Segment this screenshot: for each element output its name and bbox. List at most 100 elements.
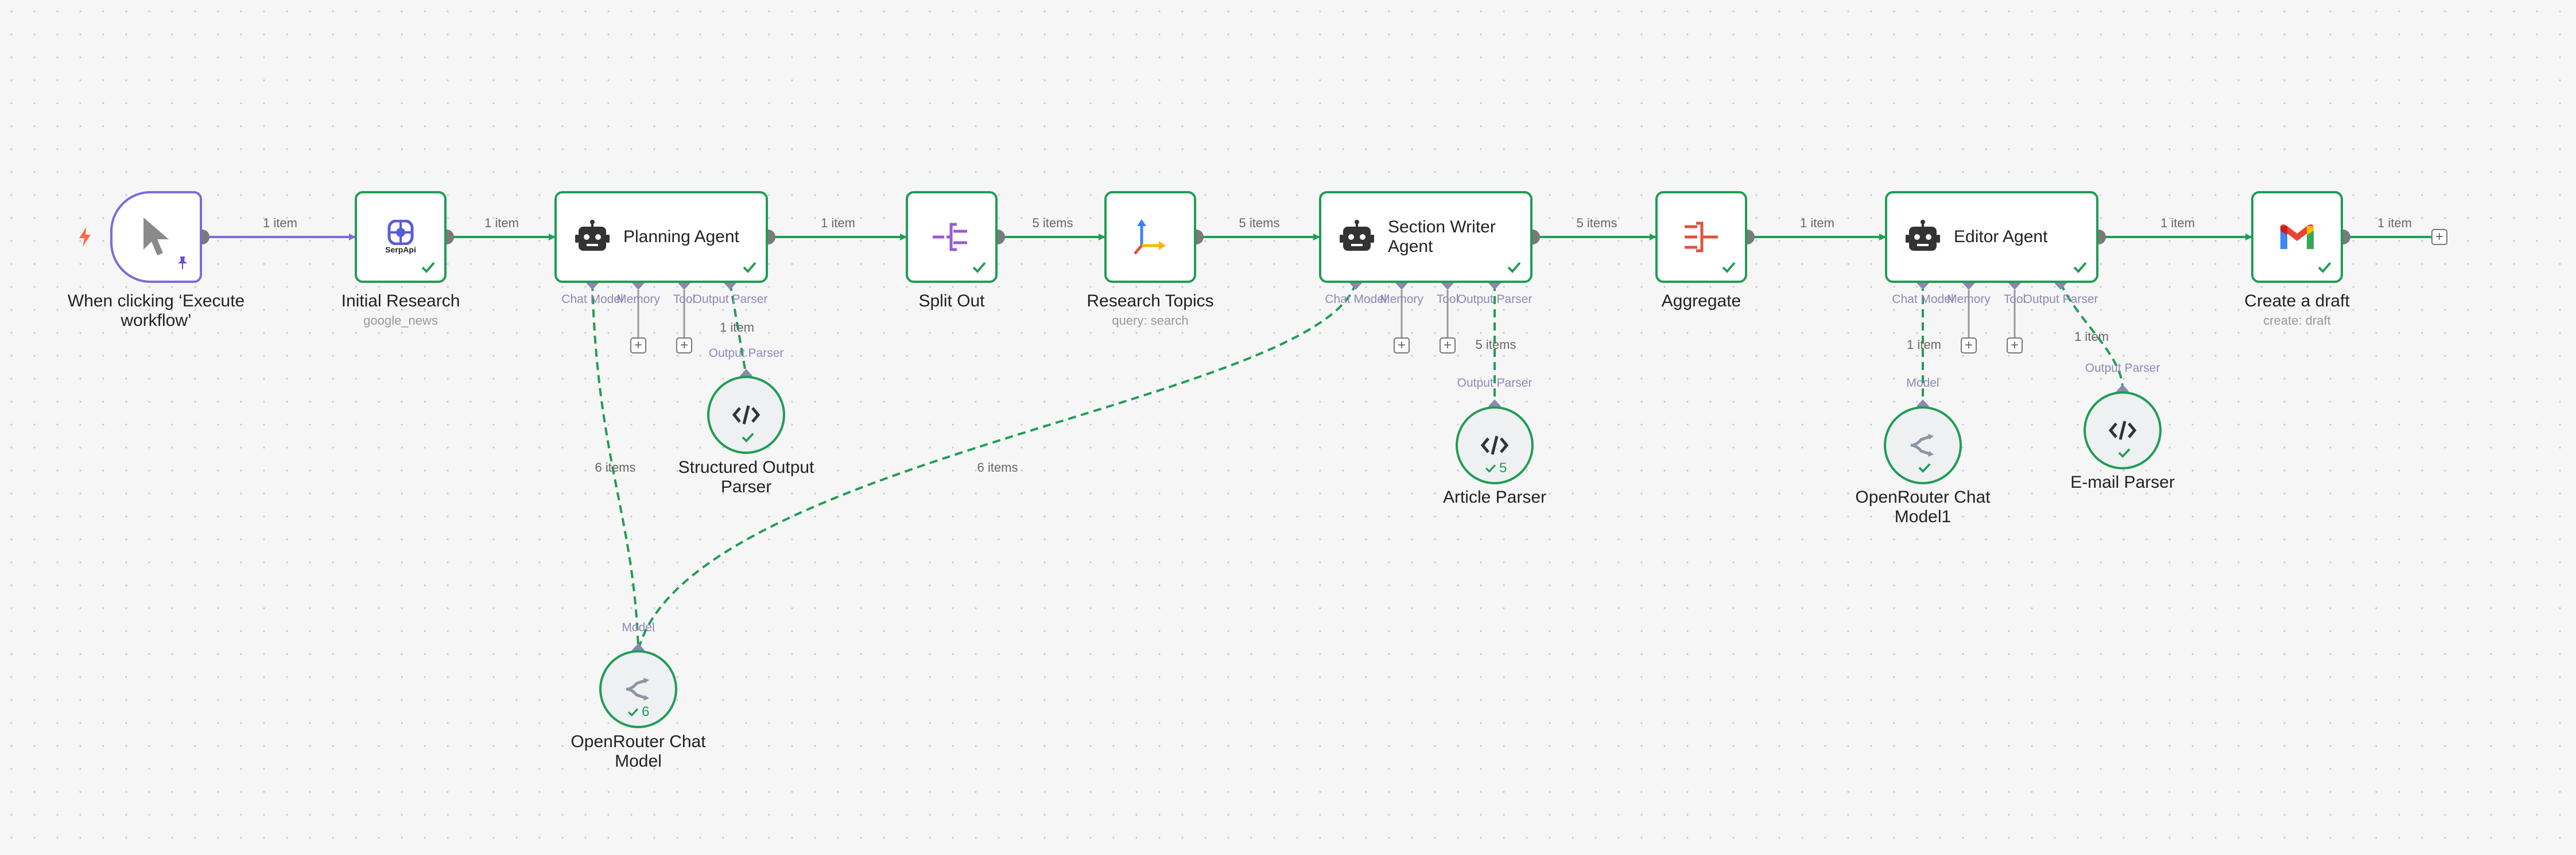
create-draft-title: Create a draft <box>2244 292 2350 310</box>
openrouter-chat-model1-node[interactable] <box>1884 406 1962 484</box>
section-writer-agent-node[interactable]: Section Writer Agent <box>1319 191 1533 283</box>
serpapi-icon: SerpApi <box>385 220 416 254</box>
edge-label: 1 item <box>1800 216 1834 230</box>
edge-label: 6 items <box>595 460 636 475</box>
port-label-output-parser: Output Parser <box>1457 293 1533 306</box>
port-label-memory: Memory <box>1380 293 1423 306</box>
openrouter-chat-model-title: OpenRouter Chat Model <box>571 732 706 771</box>
robot-icon <box>1340 220 1374 251</box>
add-memory-button[interactable]: + <box>1961 337 1977 353</box>
planning-agent-title: Planning Agent <box>623 227 739 246</box>
openrouter-icon <box>1910 434 1934 457</box>
research-topics-node[interactable] <box>1104 191 1196 283</box>
split-out-node[interactable] <box>906 191 998 283</box>
edge-label: 1 item <box>2074 329 2109 344</box>
success-check-icon <box>743 262 756 273</box>
add-tool-button[interactable]: + <box>1440 337 1456 353</box>
aggregate-node[interactable] <box>1655 191 1747 283</box>
robot-icon <box>575 220 610 251</box>
create-draft-subtitle: create: draft <box>2263 313 2331 328</box>
split-out-title: Split Out <box>918 292 985 310</box>
success-check-icon <box>2318 262 2331 273</box>
structured-output-parser-node[interactable] <box>707 376 785 454</box>
edge-label: 1 item <box>720 320 754 335</box>
add-memory-button[interactable]: + <box>1394 337 1410 353</box>
edge-label: 1 item <box>263 216 297 230</box>
article-parser-node[interactable]: 5 <box>1456 406 1534 484</box>
success-check-icon <box>2118 448 2131 458</box>
port-label-tool: Tool <box>2003 293 2026 306</box>
code-icon <box>2108 421 2137 440</box>
edge-label: 1 item <box>1907 337 1941 352</box>
lightning-icon <box>79 227 91 247</box>
success-check-icon <box>742 433 754 443</box>
add-node-button[interactable]: + <box>2431 229 2447 245</box>
trigger-node[interactable] <box>110 191 202 283</box>
add-tool-button[interactable]: + <box>676 337 692 353</box>
run-count: 5 <box>1484 460 1507 476</box>
port-label-memory: Memory <box>1947 293 1991 306</box>
port-label-memory: Memory <box>616 293 660 306</box>
port-label-output-parser: Output Parser <box>2085 362 2160 375</box>
success-check-icon <box>1722 262 1736 273</box>
editor-agent-node[interactable]: Editor Agent <box>1885 191 2098 283</box>
edge-label: 1 item <box>2377 216 2412 230</box>
openrouter-chat-model-node[interactable]: 6 <box>599 650 677 728</box>
success-check-icon <box>421 262 435 273</box>
email-parser-title: E-mail Parser <box>2070 473 2175 492</box>
run-count: 6 <box>627 704 649 720</box>
port-label-model: Model <box>1906 376 1939 390</box>
research-topics-subtitle: query: search <box>1112 313 1189 328</box>
research-topics-title: Research Topics <box>1087 292 1214 310</box>
edge-label: 1 item <box>821 216 855 230</box>
port-label-model: Model <box>622 621 655 634</box>
edge-label: 5 items <box>1032 216 1073 230</box>
edge-label: 5 items <box>1475 337 1516 352</box>
openrouter-icon <box>626 678 649 701</box>
initial-research-subtitle: google_news <box>363 313 438 328</box>
initial-research-node[interactable]: SerpApi <box>355 191 447 283</box>
split-icon <box>933 223 967 251</box>
port-label-chat-model: Chat Model <box>561 293 623 306</box>
aggregate-title: Aggregate <box>1661 292 1741 310</box>
port-label-output-parser: Output Parser <box>692 293 768 306</box>
code-icon <box>732 405 761 425</box>
port-label-output-parser: Output Parser <box>708 347 784 360</box>
cursor-icon <box>143 217 169 255</box>
section-writer-title: Section Writer Agent <box>1388 217 1496 256</box>
success-check-icon <box>1507 262 1521 273</box>
set-fields-icon <box>1134 219 1166 255</box>
port-label-output-parser: Output Parser <box>1457 376 1533 390</box>
editor-agent-title: Editor Agent <box>1954 227 2048 246</box>
edge-label: 5 items <box>1576 216 1617 230</box>
article-parser-title: Article Parser <box>1442 488 1547 507</box>
port-label-chat-model: Chat Model <box>1892 293 1954 306</box>
add-memory-button[interactable]: + <box>630 337 646 353</box>
robot-icon <box>1906 220 1940 251</box>
initial-research-title: Initial Research <box>341 292 460 310</box>
edge-label: 1 item <box>484 216 519 230</box>
edge-label: 5 items <box>1239 216 1280 230</box>
add-tool-button[interactable]: + <box>2007 337 2023 353</box>
success-check-icon <box>2073 262 2087 273</box>
success-check-icon <box>972 262 986 273</box>
port-label-tool: Tool <box>1436 293 1459 306</box>
planning-agent-node[interactable]: Planning Agent <box>554 191 768 283</box>
port-label-chat-model: Chat Model <box>1325 293 1387 306</box>
edge-label: 6 items <box>977 460 1018 475</box>
email-parser-node[interactable] <box>2084 391 2162 469</box>
create-draft-node[interactable] <box>2251 191 2343 283</box>
trigger-title: When clicking ‘Execute workflow’ <box>67 292 245 330</box>
port-label-tool: Tool <box>673 293 696 306</box>
aggregate-icon <box>1685 221 1718 252</box>
pin-icon <box>178 256 187 269</box>
success-check-icon <box>1918 463 1931 473</box>
edge-label: 1 item <box>2160 216 2195 230</box>
port-label-output-parser: Output Parser <box>2023 293 2098 306</box>
code-icon <box>1480 436 1509 455</box>
structured-output-parser-title: Structured Output Parser <box>678 458 814 496</box>
gmail-icon <box>2280 224 2314 249</box>
openrouter-chat-model1-title: OpenRouter Chat Model1 <box>1855 488 1991 526</box>
